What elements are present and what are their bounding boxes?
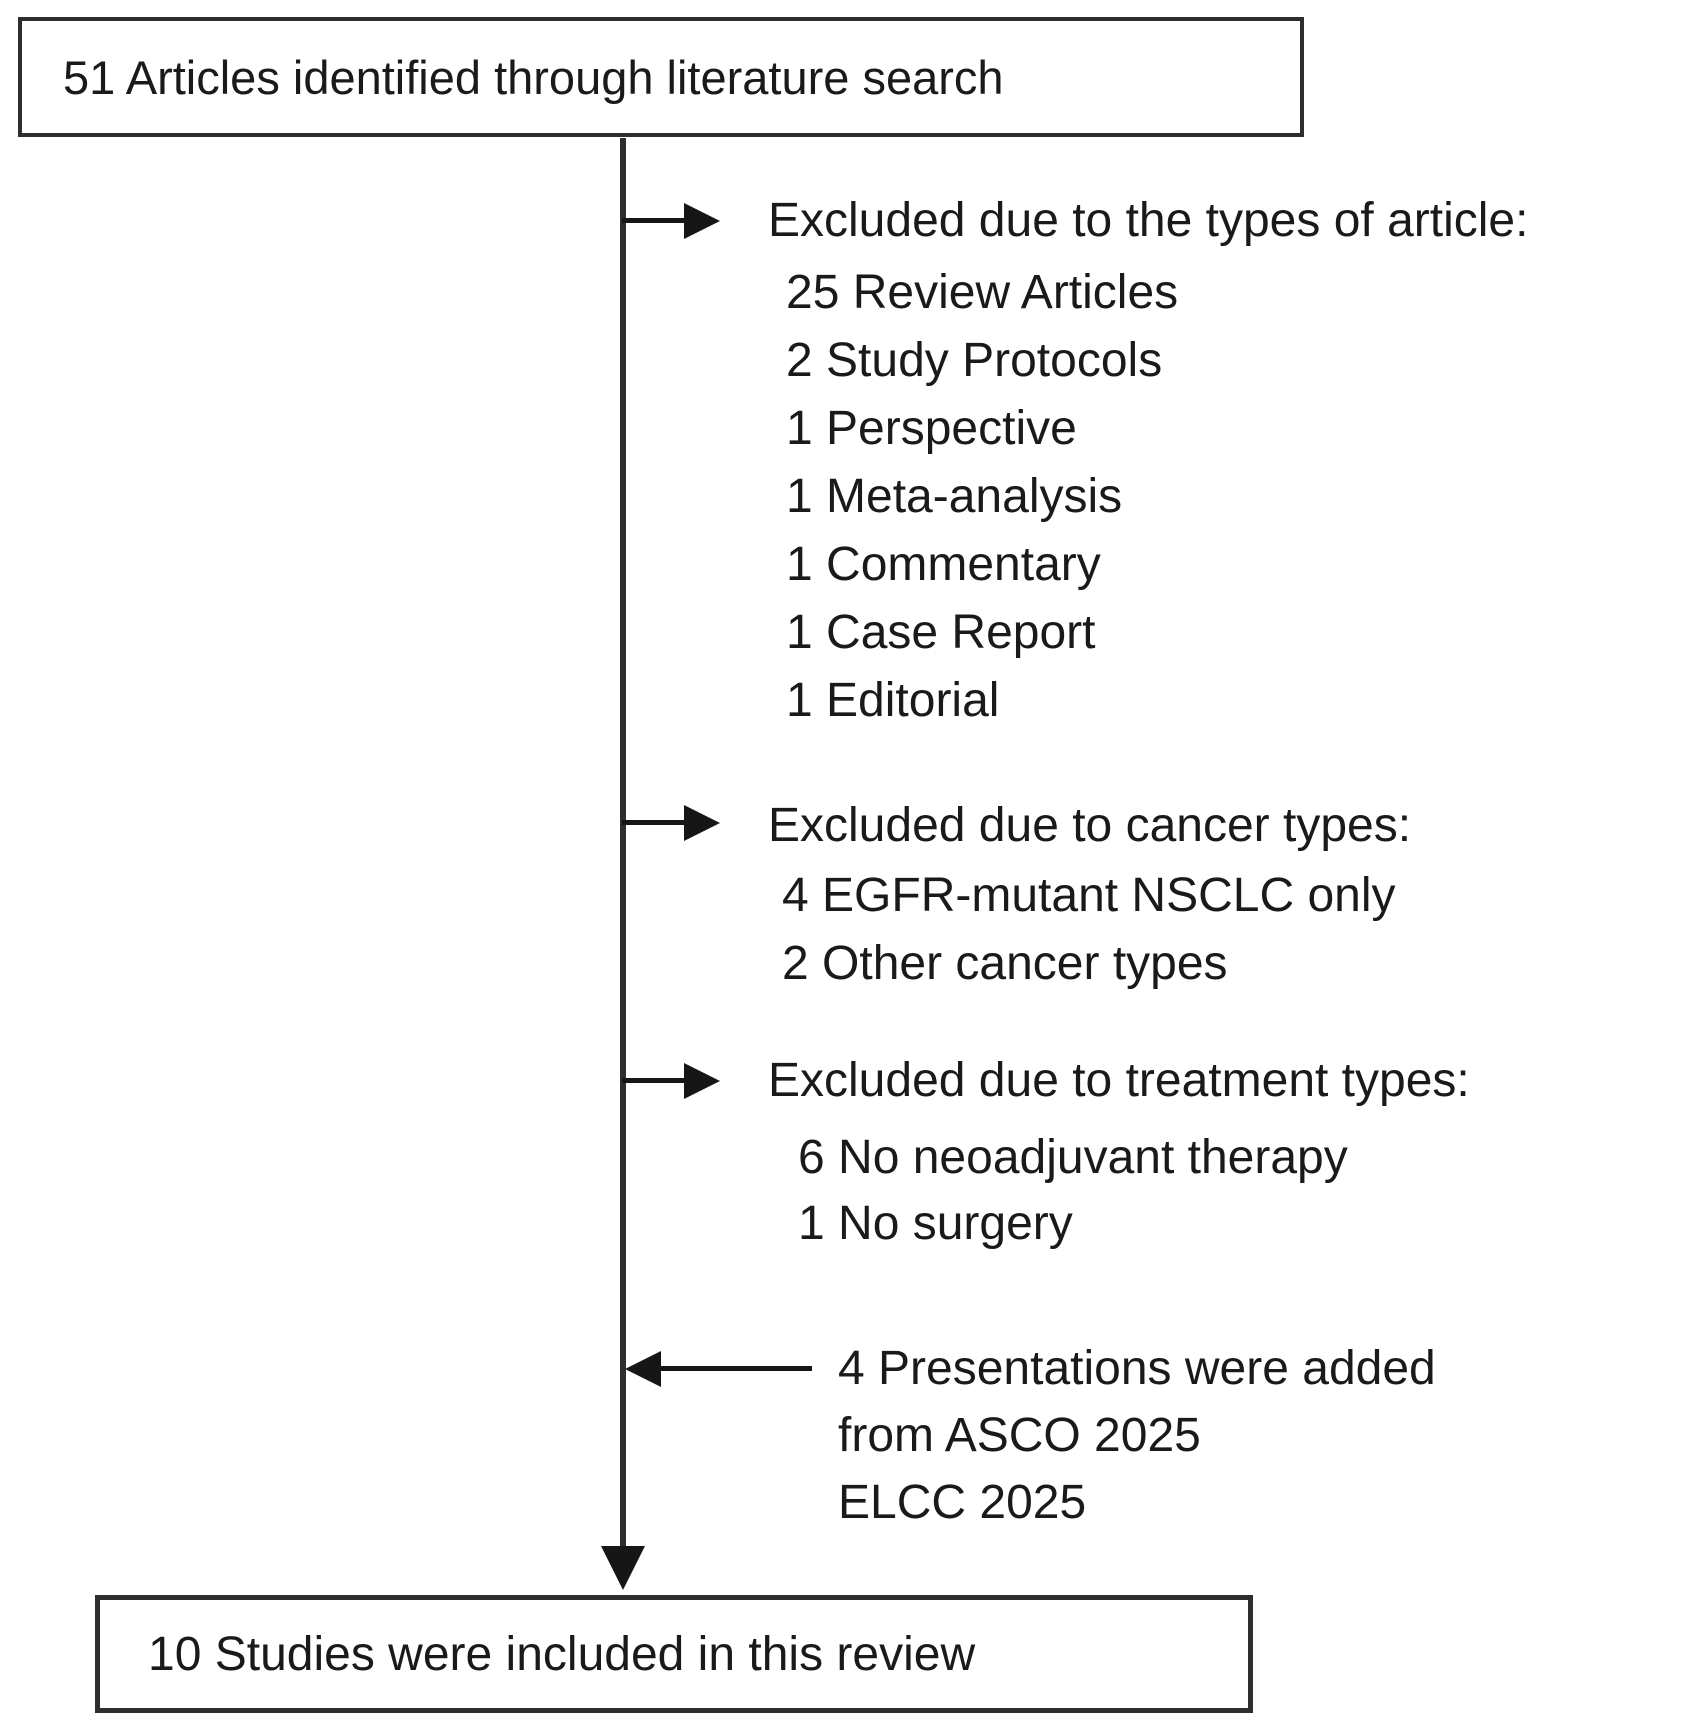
exclusion-heading: Excluded due to cancer types: (768, 799, 1412, 852)
right-arrow-icon (684, 1063, 720, 1099)
right-arrow-shaft (622, 1078, 686, 1083)
right-arrow-icon (684, 203, 720, 239)
exclusion-item: 1 Commentary (786, 538, 1101, 591)
left-arrow-icon (625, 1351, 661, 1387)
addition-note-line: 4 Presentations were added (838, 1342, 1436, 1395)
exclusion-item-list: 25 Review Articles 2 Study Protocols 1 P… (786, 259, 1528, 735)
addition-note-line: ELCC 2025 (838, 1476, 1087, 1529)
exclusion-item: 6 No neoadjuvant therapy (798, 1131, 1348, 1184)
right-arrow-shaft (622, 820, 686, 825)
top-box: 51 Articles identified through literatur… (18, 17, 1304, 137)
top-box-label: 51 Articles identified through literatur… (63, 50, 1004, 104)
exclusion-item: 1 Meta-analysis (786, 470, 1123, 523)
exclusion-item-list: 4 EGFR-mutant NSCLC only 2 Other cancer … (782, 862, 1411, 998)
exclusion-heading: Excluded due to the types of article: (768, 194, 1529, 247)
addition-note: 4 Presentations were added from ASCO 202… (838, 1335, 1436, 1536)
exclusion-item: 2 Other cancer types (782, 937, 1228, 990)
exclusion-item: 1 Perspective (786, 402, 1077, 455)
flow-line (620, 138, 626, 1546)
exclusion-section-article-types: Excluded due to the types of article: 25… (768, 187, 1528, 735)
exclusion-item: 4 EGFR-mutant NSCLC only (782, 869, 1396, 922)
exclusion-item-list: 6 No neoadjuvant therapy 1 No surgery (798, 1125, 1470, 1257)
right-arrow-shaft (622, 218, 686, 223)
exclusion-item: 1 Case Report (786, 606, 1096, 659)
bottom-box-label: 10 Studies were included in this review (148, 1627, 976, 1681)
exclusion-item: 1 No surgery (798, 1197, 1073, 1250)
addition-note-line: from ASCO 2025 (838, 1409, 1201, 1462)
down-arrow-icon (601, 1546, 645, 1590)
left-arrow-shaft (659, 1366, 812, 1371)
right-arrow-icon (684, 805, 720, 841)
exclusion-section-treatment-types: Excluded due to treatment types: 6 No ne… (768, 1047, 1470, 1257)
exclusion-item: 1 Editorial (786, 674, 1000, 727)
exclusion-heading: Excluded due to treatment types: (768, 1054, 1470, 1107)
exclusion-section-cancer-types: Excluded due to cancer types: 4 EGFR-mut… (768, 792, 1411, 998)
exclusion-item: 2 Study Protocols (786, 334, 1163, 387)
exclusion-item: 25 Review Articles (786, 266, 1179, 319)
bottom-box: 10 Studies were included in this review (95, 1595, 1253, 1713)
